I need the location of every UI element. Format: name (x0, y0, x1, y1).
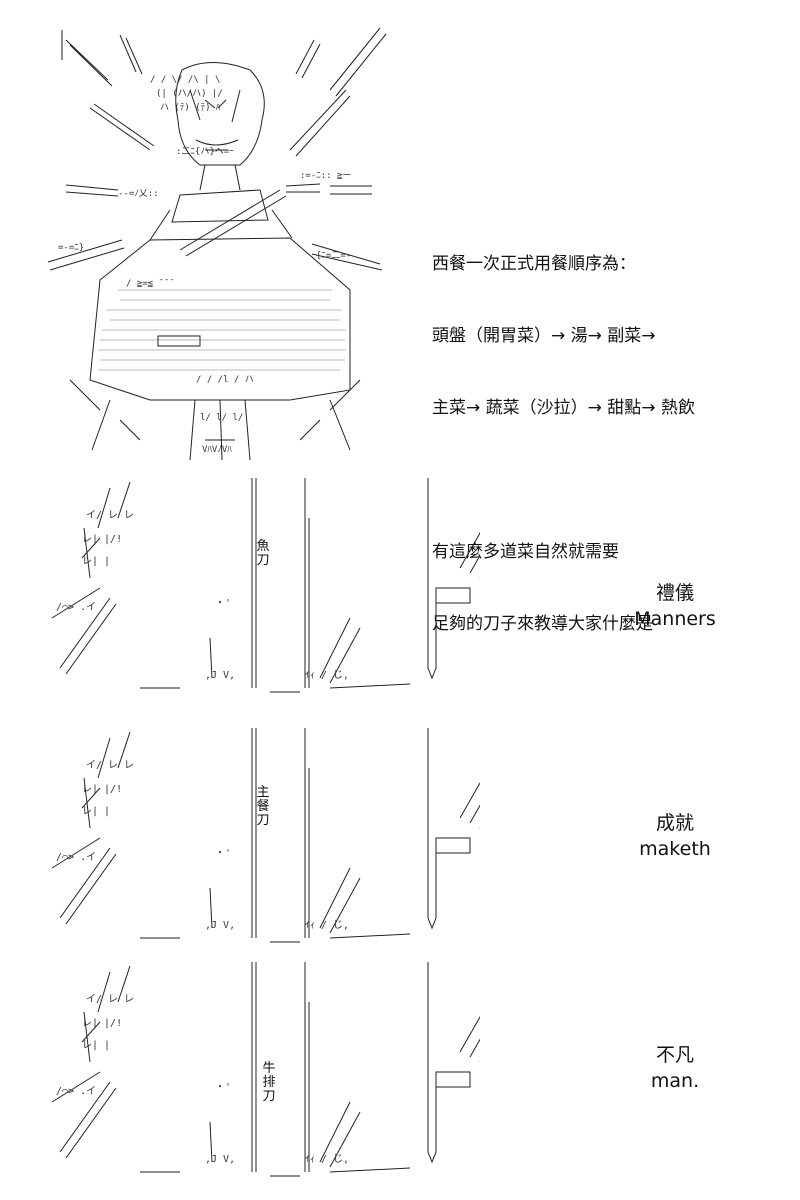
svg-text:/ ≧=≦ ̄ ̄ ̄: / ≧=≦ ̄ ̄ ̄ (126, 279, 174, 289)
svg-text::=-ﾆ:: ≧ー: :=-ﾆ:: ≧ー (300, 171, 351, 181)
ascii-art-figure: / / \/ /\ | \ (| (ハ/ハ) |/ ハ (ﾃ) (ﾃ) ﾊ :二… (47, 27, 387, 461)
caption-en: man. (650, 1070, 700, 1092)
svg-text:--=ﾉ乂::: --=ﾉ乂:: (118, 189, 159, 199)
knife-panel-main: イ/ レ レ レ| |/! レ| | /⌒> .イ ,J V, ｲｨ / じ, … (0, 728, 800, 963)
svg-text:/⌒> .イ: /⌒> .イ (56, 852, 96, 863)
svg-text:,J V,: ,J V, (205, 670, 235, 681)
caption-en: Manners (634, 608, 716, 630)
svg-text:ｲｨ / じ,: ｲｨ / じ, (305, 1153, 349, 1165)
svg-text:イ/ レ レ: イ/ レ レ (86, 510, 134, 521)
knife-art: イ/ レ レ レ| |/! レ| | /⌒> .イ ,J V, ｲｨ / じ, … (51, 728, 480, 943)
caption-zh: 成就 (655, 812, 694, 834)
intro-line-1: 西餐一次正式用餐順序為： (432, 254, 636, 274)
svg-text:ｲｨ / じ,: ｲｨ / じ, (305, 919, 349, 931)
svg-text:レ| |/!: レ| |/! (82, 534, 122, 545)
svg-text:,J V,: ,J V, (205, 1154, 235, 1165)
svg-text:イ/ レ レ: イ/ レ レ (86, 994, 134, 1005)
caption: 成就 maketh (610, 810, 740, 862)
caption-zh: 禮儀 (655, 582, 694, 604)
svg-text:・': ・' (215, 598, 231, 609)
svg-text:ハ (ﾃ) (ﾃ) ﾊ: ハ (ﾃ) (ﾃ) ﾊ (160, 102, 221, 113)
intro-text: 西餐一次正式用餐順序為： 頭盤（開胃菜）→ 湯→ 副菜→ 主菜→ 蔬菜（沙拉）→… (432, 204, 695, 684)
caption: 禮儀 Manners (610, 580, 740, 632)
svg-text::二ﾆ{ハ}ヘ=ｰ: :二ﾆ{ハ}ヘ=ｰ (176, 147, 234, 157)
knife-art: イ/ レ レ レ| |/! レ| | /⌒> .イ ,J V, ｲｨ / じ, … (51, 478, 480, 693)
knife-panel-steak: イ/ レ レ レ| |/! レ| | /⌒> .イ ,J V, ｲｨ / じ, … (0, 962, 800, 1197)
svg-text:{ﾆ=二=-: {ﾆ=二=- (316, 251, 351, 261)
svg-text:・': ・' (215, 1082, 231, 1093)
svg-text:レ| |: レ| | (82, 806, 110, 817)
svg-text:/ / \/ /\ | \: / / \/ /\ | \ (150, 75, 220, 85)
svg-text:・': ・' (215, 848, 231, 859)
svg-text:VﾊVﾉVﾊ: VﾊVﾉVﾊ (202, 445, 232, 455)
knife-label: 魚刀 (256, 539, 270, 568)
caption-zh: 不凡 (655, 1044, 694, 1066)
intro-panel: / / \/ /\ | \ (| (ハ/ハ) |/ ハ (ﾃ) (ﾃ) ﾊ :二… (0, 0, 800, 634)
caption-en: maketh (639, 838, 711, 860)
intro-line-3: 主菜→ 蔬菜（沙拉）→ 甜點→ 熱飲 (432, 398, 695, 418)
svg-text:イ/ レ レ: イ/ レ レ (86, 760, 134, 771)
svg-text:レ| |: レ| | (82, 556, 110, 567)
svg-text:/⌒> .イ: /⌒> .イ (56, 602, 96, 613)
svg-text:(| (ハ/ハ) |/: (| (ハ/ハ) |/ (156, 89, 223, 99)
svg-text:/⌒> .イ: /⌒> .イ (56, 1086, 96, 1097)
svg-text:/ / /l / ハ: / / /l / ハ (196, 375, 254, 385)
intro-line-2: 頭盤（開胃菜）→ 湯→ 副菜→ (432, 326, 656, 346)
knife-panel-fish: イ/ レ レ レ| |/! レ| | /⌒> .イ ,J V, ｲｨ / じ, … (0, 478, 800, 713)
intro-line-5: 足夠的刀子來教導大家什麼是 (432, 614, 653, 634)
svg-text:レ| |/!: レ| |/! (82, 784, 122, 795)
svg-text:l/ l/ l/: l/ l/ l/ (200, 413, 243, 423)
knife-art: イ/ レ レ レ| |/! レ| | /⌒> .イ ,J V, ｲｨ / じ, … (51, 962, 480, 1177)
svg-text:=-=ﾆ}: =-=ﾆ} (58, 243, 84, 253)
svg-text:ｲｨ / じ,: ｲｨ / じ, (305, 669, 349, 681)
svg-text:レ| |/!: レ| |/! (82, 1018, 122, 1029)
svg-text:レ| |: レ| | (82, 1040, 110, 1051)
knife-label: 牛排刀 (262, 1061, 276, 1104)
svg-text:,J V,: ,J V, (205, 920, 235, 931)
knife-label: 主餐刀 (256, 785, 270, 828)
caption: 不凡 man. (610, 1042, 740, 1094)
